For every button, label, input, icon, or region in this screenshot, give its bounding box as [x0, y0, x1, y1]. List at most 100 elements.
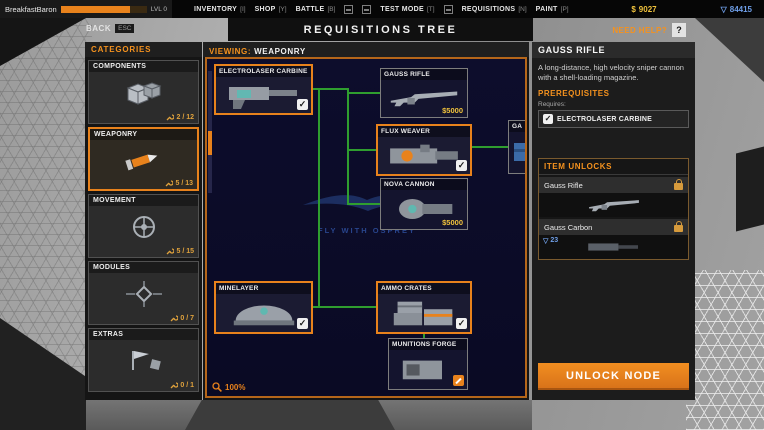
page-title: REQUISITIONS TREE	[303, 23, 458, 36]
menu-shop-label: SHOP	[254, 5, 276, 13]
xp-fill	[60, 5, 130, 13]
tree-node-electrolaser-carbine[interactable]: ELECTROLASER CARBINE ✓	[214, 64, 313, 115]
extras-icon	[89, 343, 198, 379]
menu-inventory-label: INVENTORY	[194, 5, 238, 13]
menu-shop[interactable]: SHOP[Y]	[255, 6, 287, 13]
modules-icon	[89, 276, 198, 312]
node-image	[511, 133, 525, 171]
menu-inventory[interactable]: INVENTORY[I]	[194, 6, 246, 13]
connector	[318, 89, 320, 307]
category-movement[interactable]: MOVEMENT 5 / 15	[88, 194, 199, 258]
tree-node-munitions-forge[interactable]: MUNITIONS FORGE	[388, 338, 468, 390]
magnifier-icon	[212, 382, 222, 392]
tree-node-nova-cannon[interactable]: NOVA CANNON $5000	[380, 178, 468, 230]
tree-node-gauss-rifle[interactable]: GAUSS RIFLE $5000	[380, 68, 468, 118]
menu-requisitions-key: [N]	[518, 5, 527, 13]
node-label: MUNITIONS FORGE	[389, 339, 467, 350]
components-icon	[89, 75, 198, 111]
connector	[347, 203, 380, 205]
detail-title: GAUSS RIFLE	[532, 42, 695, 58]
workshop-icon[interactable]	[362, 4, 372, 14]
currency-display: $9027 ▽84415	[631, 5, 764, 14]
tree-panel: VIEWING:WEAPONRY FLY WITH OSPREY ELECTRO…	[203, 42, 529, 400]
node-image	[380, 295, 468, 330]
owned-check-icon: ✓	[456, 318, 467, 329]
help-label: NEED HELP?	[612, 25, 667, 35]
viewing-label: VIEWING:	[209, 47, 252, 56]
node-image	[218, 295, 309, 330]
unlock-node-button[interactable]: UNLOCK NODE	[538, 363, 689, 390]
zoom-indicator[interactable]: 100%	[212, 382, 245, 392]
category-label: COMPONENTS	[89, 61, 198, 72]
item-unlocks-section: ITEM UNLOCKS Gauss Rifle Gauss Carbon ▽2…	[538, 158, 689, 261]
category-modules[interactable]: MODULES 0 / 7	[88, 261, 199, 325]
category-progress: 0 / 1	[170, 381, 194, 389]
weaponry-icon	[90, 143, 197, 177]
money-icon: $	[631, 4, 636, 14]
tree-node-clipped[interactable]: GA	[508, 120, 525, 174]
connector	[347, 149, 376, 151]
viewing-header: VIEWING:WEAPONRY	[203, 42, 529, 57]
tree-node-flux-weaver[interactable]: FLUX WEAVER ✓	[376, 124, 472, 176]
category-label: MODULES	[89, 262, 198, 273]
connector	[347, 92, 380, 94]
node-image	[383, 81, 465, 115]
help-button[interactable]: ?	[672, 23, 686, 37]
player-level: LVL 0	[150, 5, 167, 13]
category-extras[interactable]: EXTRAS 0 / 1	[88, 328, 199, 392]
tree-canvas[interactable]: FLY WITH OSPREY ELECTROLASER CARBINE ✓	[205, 57, 527, 398]
menu-battle-key: [B]	[327, 5, 336, 13]
node-image	[391, 351, 465, 387]
prerequisite-name: ELECTROLASER CARBINE	[557, 115, 653, 123]
menu-inventory-key: [I]	[240, 5, 246, 13]
wrench-icon	[170, 382, 179, 389]
page-title-bar: REQUISITIONS TREE	[228, 18, 533, 41]
connector	[472, 146, 508, 148]
menu-test-mode-label: TEST MODE	[380, 5, 424, 13]
node-label: FLUX WEAVER	[378, 126, 470, 137]
menu-test-mode[interactable]: TEST MODE[T]	[380, 6, 434, 13]
zoom-value: 100%	[225, 382, 246, 392]
menu-requisitions-label: REQUISITIONS	[461, 5, 516, 13]
menu-paint[interactable]: PAINT[P]	[536, 6, 569, 13]
unlock-item-row: Gauss Rifle	[539, 177, 688, 194]
category-progress: 5 / 13	[165, 179, 193, 187]
main-menu: INVENTORY[I] SHOP[Y] BATTLE[B] TEST MODE…	[194, 4, 569, 14]
unlock-item-name: Gauss Rifle	[544, 180, 583, 190]
wrench-icon	[170, 315, 179, 322]
garage-icon[interactable]	[344, 4, 354, 14]
item-unlocks-title: ITEM UNLOCKS	[539, 159, 688, 176]
node-cost: $5000	[442, 106, 463, 115]
category-progress: 0 / 7	[170, 314, 194, 322]
category-weaponry[interactable]: WEAPONRY 5 / 13	[88, 127, 199, 191]
node-image	[383, 191, 465, 227]
category-label: WEAPONRY	[90, 129, 197, 140]
back-button[interactable]: BACK ESC	[86, 24, 135, 33]
menu-battle[interactable]: BATTLE[B]	[296, 6, 336, 13]
tech-points-display: ▽84415	[721, 5, 752, 14]
node-label: GAUSS RIFLE	[381, 69, 467, 80]
scene-panel-right	[736, 146, 764, 232]
requires-label: Requires:	[538, 101, 566, 109]
tech-points-value: 84415	[729, 4, 752, 14]
detail-description: A long-distance, high velocity sniper ca…	[538, 63, 684, 83]
detail-panel: GAUSS RIFLE A long-distance, high veloci…	[532, 42, 695, 400]
prerequisites-title: PREREQUISITES	[538, 89, 610, 99]
categories-panel: CATEGORIES COMPONENTS 2 / 12 WEAPONRY 5 …	[85, 42, 202, 400]
wrench-icon	[167, 114, 175, 121]
money-value: 9027	[638, 4, 657, 14]
list-icon[interactable]	[443, 4, 453, 14]
zoom-slider-handle[interactable]	[208, 131, 212, 155]
tree-node-minelayer[interactable]: MINELAYER ✓	[214, 281, 313, 334]
checkbox-checked-icon: ✓	[543, 114, 553, 125]
menu-paint-key: [P]	[560, 5, 569, 13]
prerequisite-item: ✓ ELECTROLASER CARBINE	[538, 110, 689, 129]
connector	[347, 88, 349, 205]
tree-node-ammo-crates[interactable]: AMMO CRATES ✓	[376, 281, 472, 334]
tech-points-icon: ▽	[720, 4, 727, 14]
help-area: NEED HELP? ?	[612, 23, 686, 37]
menu-requisitions[interactable]: REQUISITIONS[N]	[462, 6, 527, 13]
category-components[interactable]: COMPONENTS 2 / 12	[88, 60, 199, 124]
unlock-item-thumb	[539, 193, 688, 218]
